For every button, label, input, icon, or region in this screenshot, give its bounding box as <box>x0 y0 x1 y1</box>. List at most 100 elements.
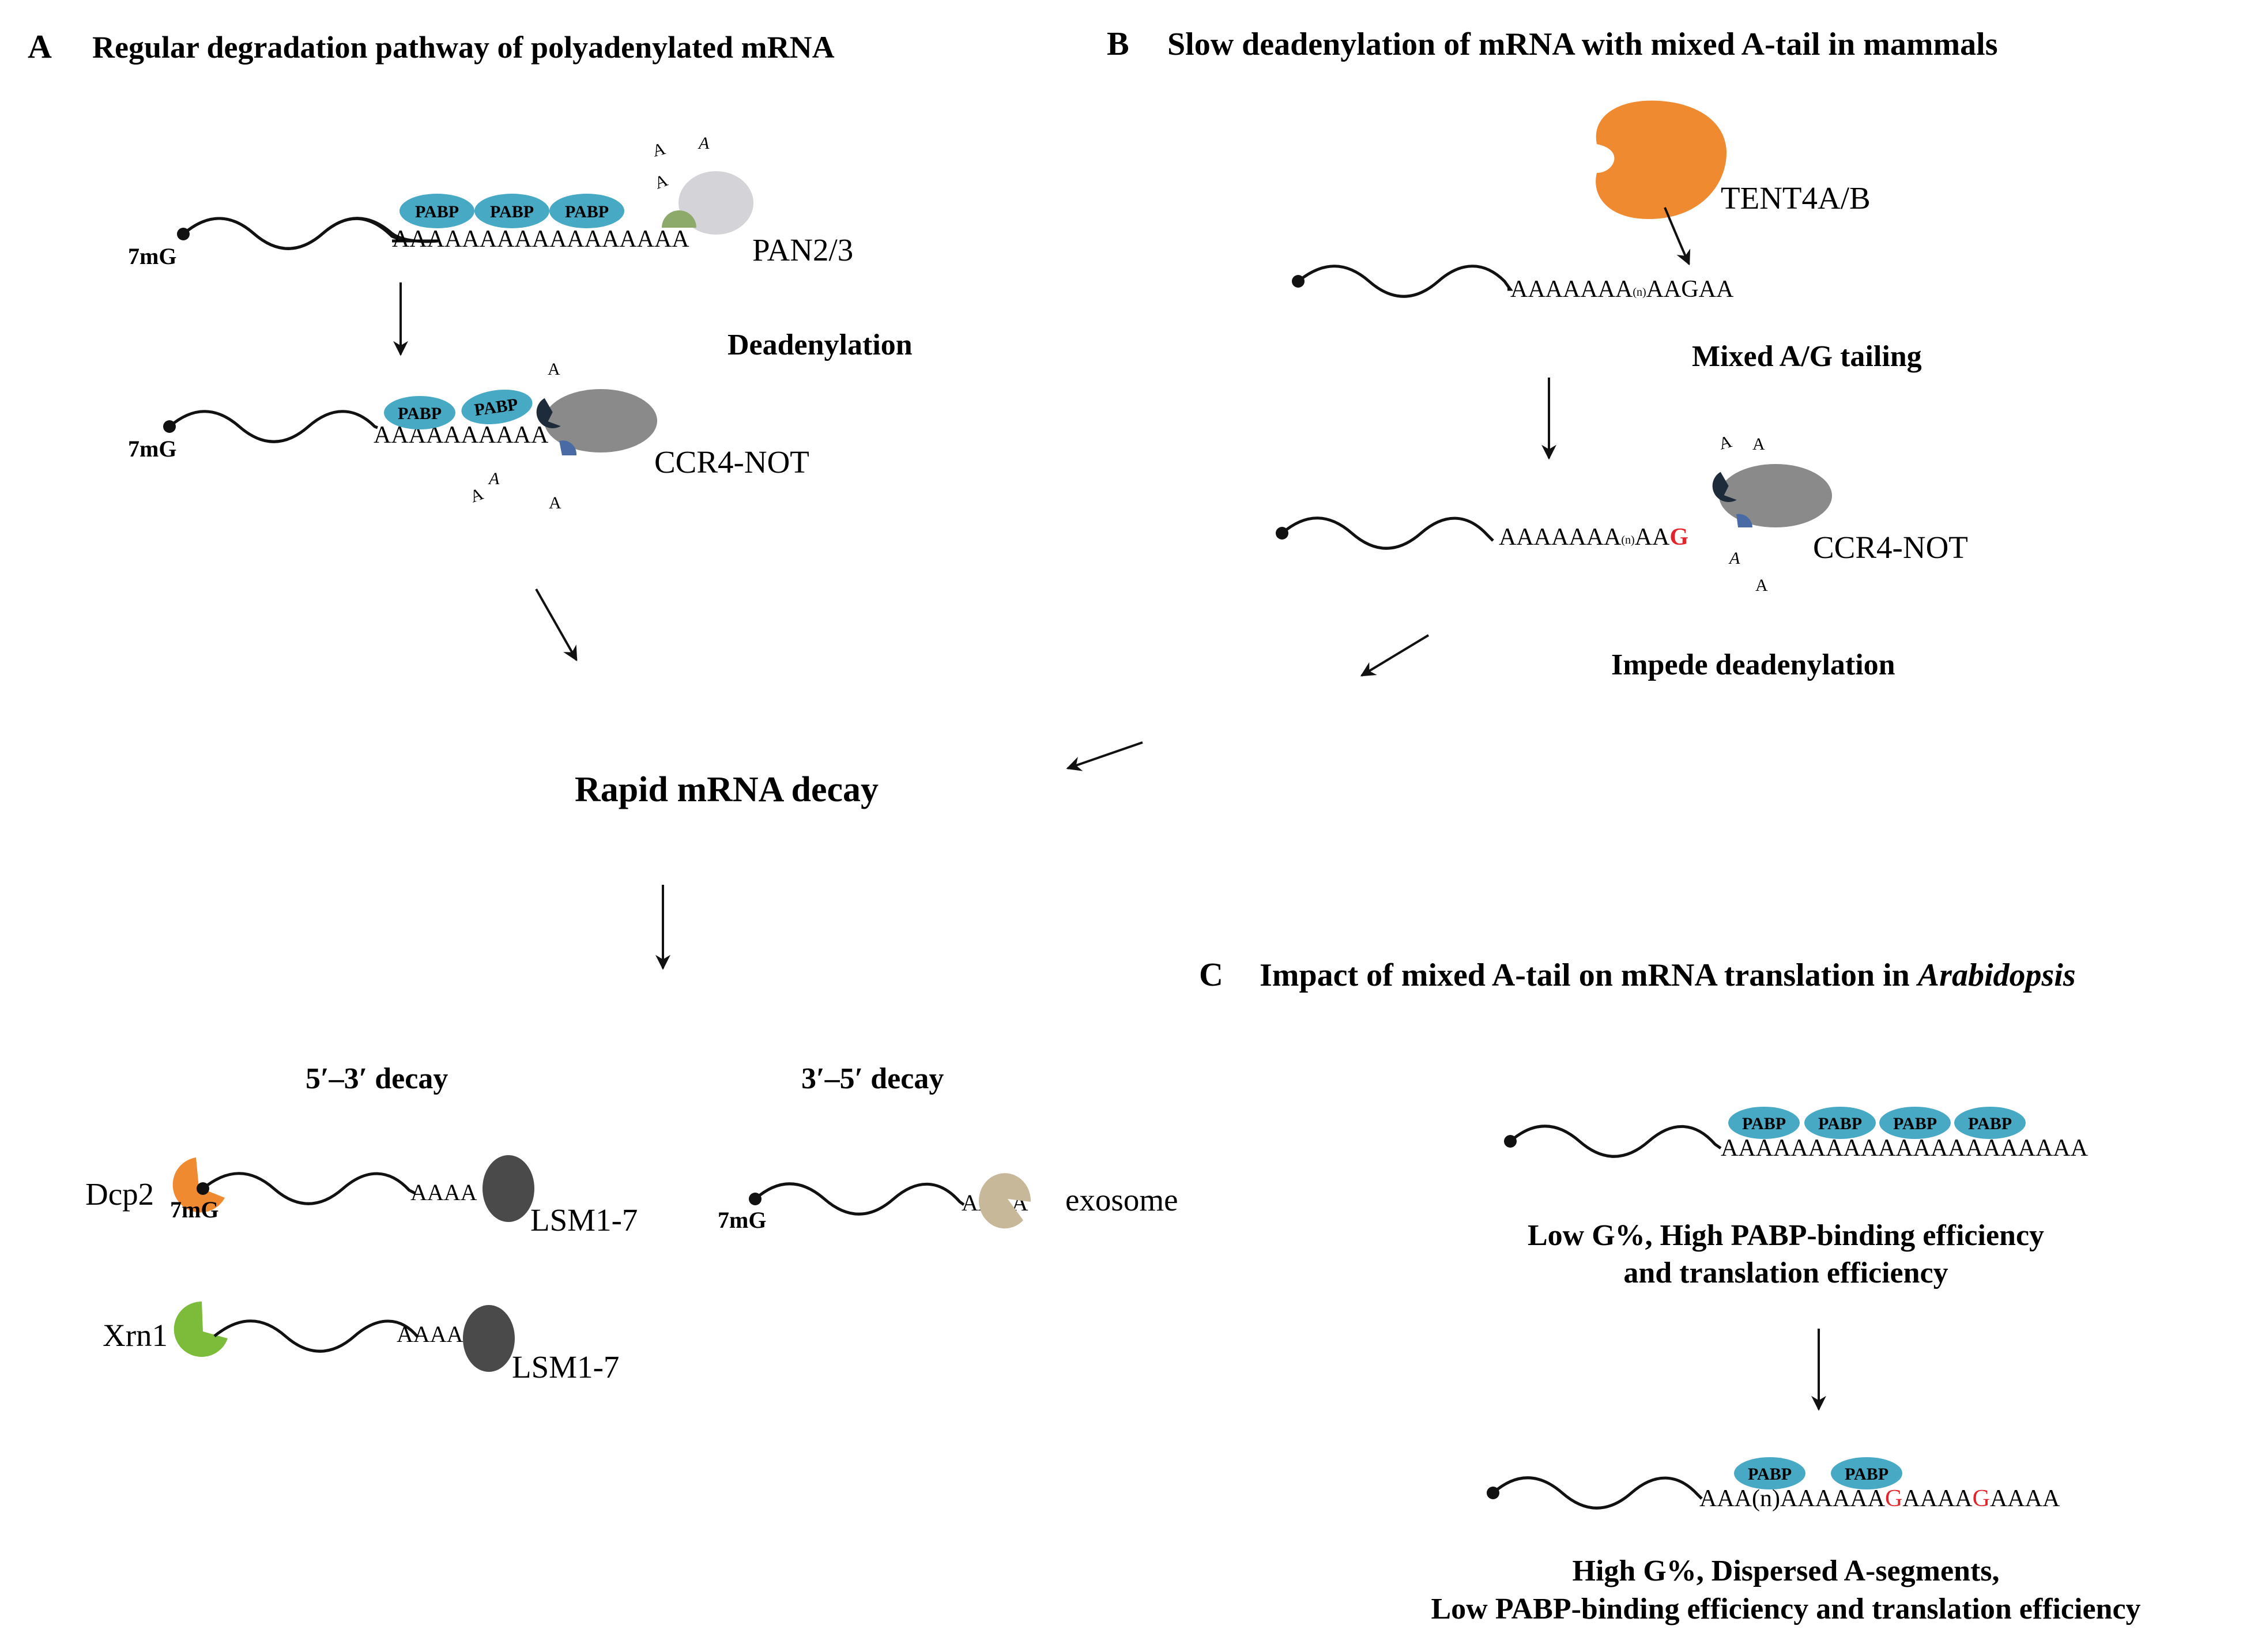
mrna-strand <box>168 410 378 443</box>
mixed-tailing-label: Mixed A/G tailing <box>1692 340 1922 373</box>
n-subscript: (n) <box>1621 534 1634 546</box>
tent4ab-label: TENT4A/B <box>1721 180 1871 216</box>
cap-label: 7mG <box>170 1197 218 1223</box>
lsm1-7-label: LSM1-7 <box>530 1202 638 1238</box>
pabp-group: PABP PABP PABP PABP <box>1728 1107 2026 1139</box>
lsm1-7-label: LSM1-7 <box>512 1349 619 1385</box>
c-desc-2-line-2: Low PABP-binding efficiency and translat… <box>1431 1593 2140 1625</box>
released-a: A <box>549 493 561 512</box>
pabp-label: PABP <box>565 202 609 221</box>
ccr4-not-label: CCR4-NOT <box>1813 530 1968 565</box>
tailing-arrow <box>1664 207 1691 266</box>
flow-arrow <box>1066 741 1143 771</box>
released-a: A <box>652 171 670 193</box>
dcp2-label: Dcp2 <box>85 1176 154 1212</box>
cap-label: 7mG <box>718 1207 766 1233</box>
tent4ab-enzyme <box>1596 100 1727 219</box>
pabp-protein <box>1879 1107 1951 1139</box>
panel-c-title-italic: Arabidopsis <box>1916 957 2076 993</box>
pabp-protein <box>1728 1107 1800 1139</box>
poly-a-tail: AAAAAAAAAAAAAAAAA <box>392 226 689 252</box>
pabp-label: PABP <box>398 404 442 423</box>
released-a: A <box>1728 549 1740 568</box>
c-tail-2: AAA(n)AAAAAAGAAAAGAAAA <box>1699 1485 2060 1512</box>
released-a: A <box>1717 432 1734 454</box>
pabp-protein <box>549 194 624 228</box>
mrna-strand <box>754 1182 965 1216</box>
panel-b-title: Slow deadenylation of mRNA with mixed A-… <box>1167 27 1998 62</box>
decay-5-3-label: 5′–3′ decay <box>306 1062 448 1095</box>
released-a: A <box>488 469 500 488</box>
impede-deadenylation-label: Impede deadenylation <box>1611 648 1895 681</box>
dcp2-enzyme <box>172 1157 225 1213</box>
panel-b-letter: B <box>1107 25 1129 62</box>
exosome-label: exosome <box>1065 1182 1178 1217</box>
lsm1-7-complex <box>482 1155 534 1222</box>
mrna-strand <box>1509 1125 1722 1158</box>
c-tail-2-a: AAA(n)AAAAAA <box>1699 1485 1886 1512</box>
released-a: A <box>698 134 710 153</box>
mrna-strand <box>1297 265 1513 298</box>
pabp-protein <box>1831 1457 1902 1489</box>
n-subscript: (n) <box>1633 286 1646 299</box>
c-tail-2-c: AAAA <box>1990 1485 2060 1512</box>
pabp-label: PABP <box>1748 1465 1792 1484</box>
pabp-label: PABP <box>1818 1114 1862 1133</box>
panel-c-title-text: Impact of mixed A-tail on mRNA translati… <box>1260 957 1918 993</box>
xrn1-label: Xrn1 <box>103 1318 168 1353</box>
panel-c-title: Impact of mixed A-tail on mRNA translati… <box>1260 957 2076 993</box>
pan3-subunit <box>662 210 696 228</box>
pabp-label: PABP <box>490 202 534 221</box>
a-tail-short: AAAA <box>397 1321 463 1347</box>
flow-arrow <box>535 589 578 662</box>
lsm1-7-complex <box>463 1305 515 1372</box>
decay-3-5-label: 3′–5′ decay <box>801 1062 944 1095</box>
pabp-label: PABP <box>1893 1114 1937 1133</box>
panel-a-title: Regular degradation pathway of polyadeny… <box>92 30 835 65</box>
pabp-protein <box>399 194 474 228</box>
ccr4-subunit <box>1712 472 1737 502</box>
pan2-3-label: PAN2/3 <box>752 232 853 267</box>
ccr4-subunit <box>536 398 561 428</box>
released-a: A <box>548 360 560 379</box>
pan2-3-complex <box>678 171 753 235</box>
mrna-strand <box>1492 1476 1703 1510</box>
released-a: A <box>1755 576 1768 595</box>
released-a: A <box>650 139 668 161</box>
pabp-protein <box>1804 1107 1876 1139</box>
deadenylation-label: Deadenylation <box>727 329 913 361</box>
c-desc-1-line-1: Low G%, High PABP-binding efficiency <box>1528 1219 2044 1252</box>
mrna-strand-2 <box>182 217 404 250</box>
mrna-strand <box>202 1172 416 1205</box>
ccr4-not-label: CCR4-NOT <box>654 444 809 480</box>
c-desc-1-line-2: and translation efficiency <box>1623 1257 1948 1289</box>
cap-label: 7mG <box>128 436 176 462</box>
caf1-subunit <box>559 440 577 455</box>
pabp-label: PABP <box>415 202 459 221</box>
xrn1-enzyme <box>174 1301 228 1357</box>
b-tail-1-pre: AAAAAAA <box>1510 276 1633 303</box>
b-tail-1-post: AAGAA <box>1646 276 1734 303</box>
b-tail-2: AAAAAAA(n)AAG <box>1499 524 1688 550</box>
ccr4-not-complex <box>544 389 657 452</box>
pabp-label: PABP <box>1742 1114 1786 1133</box>
c-desc-2-line-1: High G%, Dispersed A-segments, <box>1573 1555 2000 1587</box>
guanosine-highlight: G <box>1669 524 1688 550</box>
c-tail-2-b: AAAA <box>1902 1485 1973 1512</box>
pabp-group: PABP PABP PABP <box>399 194 624 228</box>
mrna-strand <box>213 1319 419 1353</box>
released-a: A <box>468 484 486 507</box>
flow-arrow <box>1360 634 1430 677</box>
pabp-protein <box>461 390 533 424</box>
rapid-decay-label: Rapid mRNA decay <box>575 770 879 809</box>
mrna-strand <box>1281 516 1494 550</box>
pabp-label: PABP <box>1968 1114 2012 1133</box>
released-a: A <box>1752 435 1765 454</box>
pabp-protein <box>1954 1107 2026 1139</box>
pabp-protein <box>474 194 549 228</box>
a-tail-short: AAAA <box>410 1179 477 1205</box>
c-poly-a-tail: AAAAAAAAAAAAAAAAAAAAA <box>1721 1135 2089 1161</box>
pabp-protein <box>1734 1457 1805 1489</box>
panel-c-letter: C <box>1199 956 1223 993</box>
